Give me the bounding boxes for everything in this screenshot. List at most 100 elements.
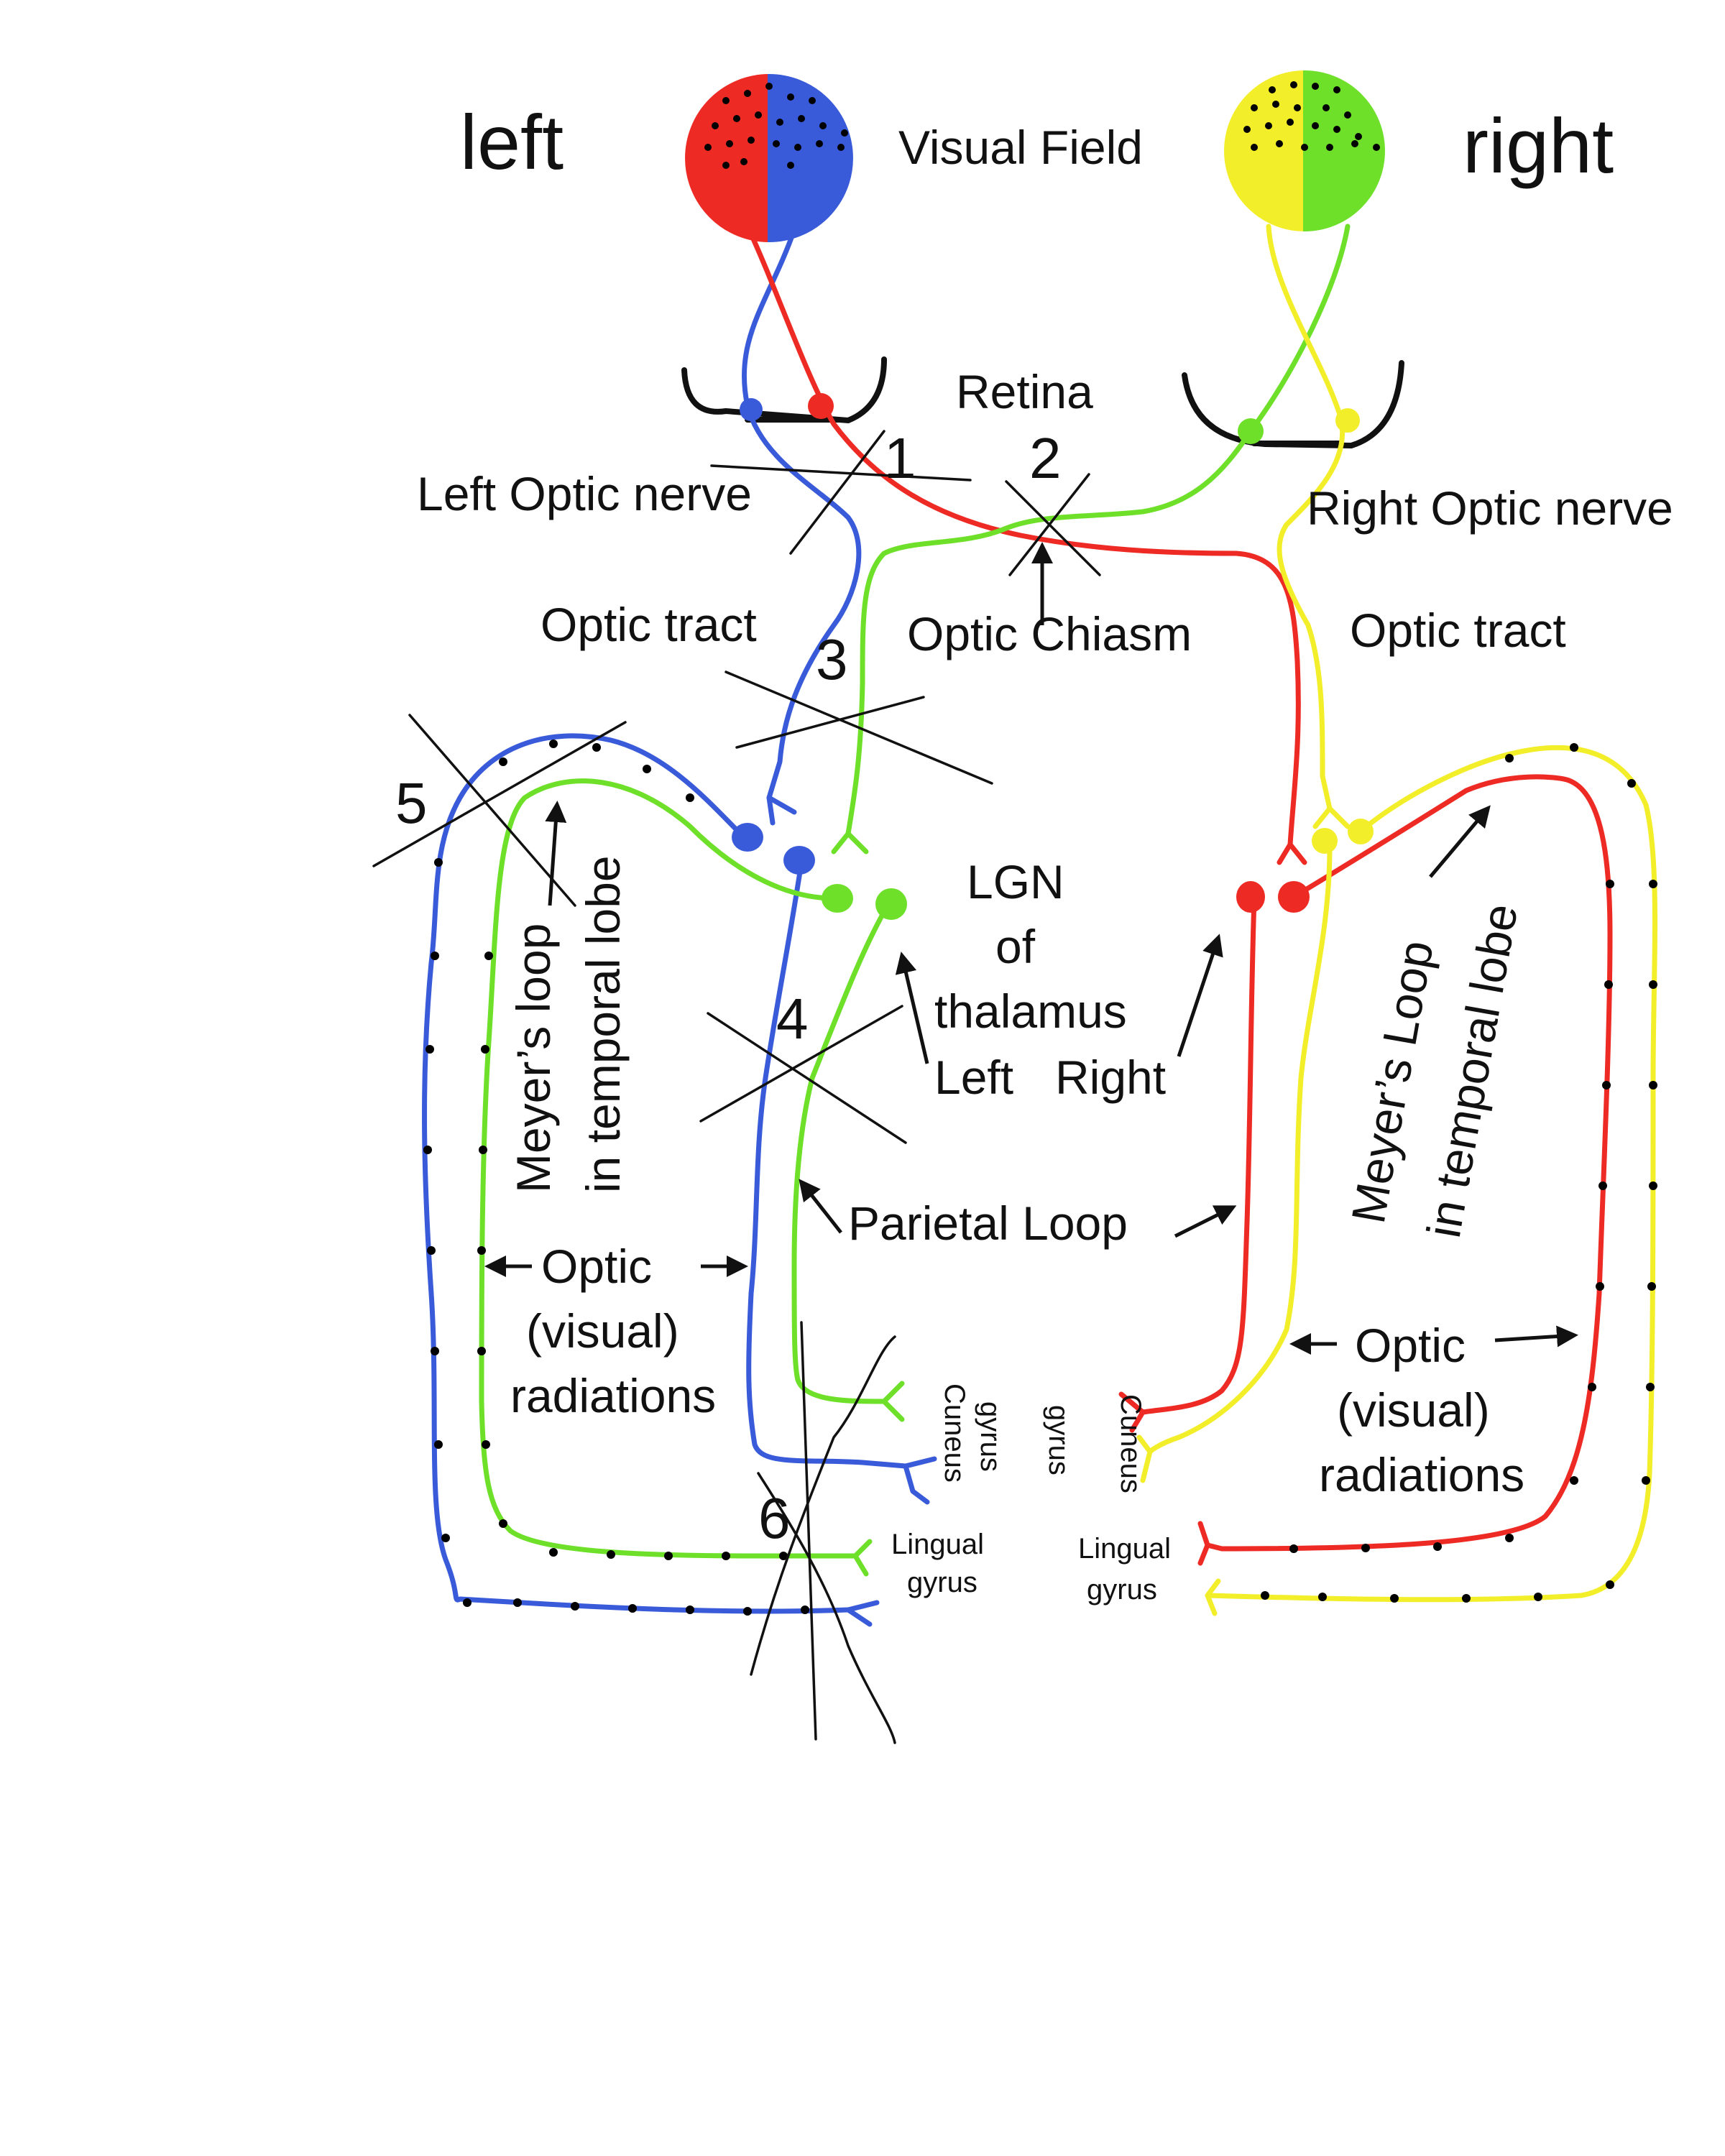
- lesion-4-mark: [699, 1005, 907, 1144]
- field-dot: [773, 140, 780, 147]
- right-field-dots: [1243, 81, 1380, 151]
- loop-dot: [477, 1246, 486, 1255]
- side-label-left: left: [460, 98, 564, 185]
- loop-dot: [477, 1347, 486, 1355]
- field-dot: [722, 97, 730, 104]
- field-dot: [841, 129, 848, 137]
- parietal-left-arrow: [799, 1179, 842, 1234]
- field-dot: [755, 111, 762, 119]
- loop-dot: [426, 1045, 434, 1054]
- field-dot: [816, 140, 823, 147]
- field-dot: [809, 97, 816, 104]
- loop-dot: [463, 1598, 472, 1607]
- cuneus-left-line2: gyrus: [975, 1401, 1006, 1472]
- lgn-green-dot-1: [822, 884, 853, 913]
- radiations-right-line1: Optic: [1355, 1319, 1466, 1372]
- right-visual-field: [1224, 70, 1385, 232]
- lgn-yellow-dot-1: [1312, 828, 1338, 854]
- loop-dot: [1390, 1594, 1399, 1603]
- loop-dot: [1642, 1476, 1650, 1485]
- parietal-loop-label: Parietal Loop: [848, 1197, 1128, 1250]
- meyer-left-arrow: [545, 801, 567, 906]
- parietal-right-arrow: [1174, 1205, 1237, 1238]
- field-dot: [1251, 104, 1258, 111]
- loop-dot: [1604, 980, 1613, 989]
- loop-dot: [1433, 1542, 1442, 1551]
- cuneus-right-line1: Cuneus: [1115, 1394, 1146, 1493]
- loop-dot: [434, 1440, 443, 1449]
- lgn-left-arrow: [895, 952, 929, 1064]
- loop-dot: [1534, 1593, 1542, 1601]
- retina-blue-dot: [740, 398, 763, 421]
- loop-dot: [779, 1552, 788, 1560]
- loop-dot: [1606, 880, 1614, 888]
- meyer-left-line2: in temporal lobe: [576, 855, 630, 1193]
- lesion-6-label: 6: [758, 1486, 791, 1550]
- lingual-left-line1: Lingual: [891, 1529, 984, 1560]
- loop-dot: [431, 1347, 439, 1355]
- field-dot: [1276, 140, 1283, 147]
- retina-yellow-dot: [1335, 408, 1360, 433]
- field-dot: [819, 122, 827, 129]
- cuneus-left-line1: Cuneus: [939, 1383, 970, 1483]
- loop-dot: [1598, 1181, 1607, 1190]
- field-dot: [787, 162, 794, 169]
- field-dot: [1294, 104, 1301, 111]
- loop-dot: [1649, 880, 1657, 888]
- loop-dot: [499, 1519, 507, 1528]
- lgn-blue-dot-1: [732, 823, 763, 852]
- loop-dot: [1627, 779, 1636, 788]
- loop-dot: [1289, 1544, 1298, 1553]
- field-dot: [744, 90, 751, 97]
- field-dot: [1312, 83, 1319, 90]
- lgn-label-line3: thalamus: [934, 985, 1127, 1038]
- loop-dot: [431, 952, 439, 960]
- radiations-right-line3: radiations: [1319, 1448, 1524, 1501]
- retina-label: Retina: [956, 365, 1093, 418]
- field-dot: [1333, 86, 1340, 93]
- loop-dot: [423, 1146, 432, 1154]
- loop-dot: [607, 1550, 615, 1559]
- loop-dot: [664, 1552, 673, 1560]
- lgn-blue-dot-2: [783, 846, 815, 875]
- loop-dot: [549, 1548, 558, 1557]
- loop-dot: [1649, 980, 1657, 989]
- radiations-left-line3: radiations: [510, 1369, 716, 1422]
- lgn-red-dot-2: [1278, 881, 1310, 913]
- lesion-5-label: 5: [395, 771, 428, 835]
- lesion-5-mark: [372, 714, 627, 907]
- field-dot: [1373, 144, 1380, 151]
- optic-chiasm-label: Optic Chiasm: [907, 607, 1192, 660]
- field-dot: [1326, 144, 1333, 151]
- lesion-2-label: 2: [1029, 426, 1062, 490]
- loop-dot: [1647, 1282, 1656, 1291]
- loop-dot: [427, 1246, 436, 1255]
- radiations-right-arrow-r: [1494, 1325, 1578, 1348]
- field-dot: [1269, 86, 1276, 93]
- visual-field-label: Visual Field: [898, 121, 1143, 174]
- right-field-temporal-half: [1303, 70, 1385, 232]
- lesion-1-label: 1: [884, 426, 916, 490]
- loop-dot: [1588, 1383, 1596, 1391]
- left-field-nasal-half: [768, 73, 853, 243]
- lgn-red-dot-1: [1236, 881, 1265, 913]
- loop-dot: [1596, 1282, 1604, 1291]
- field-dot: [1355, 133, 1362, 140]
- field-dot: [798, 115, 805, 122]
- right-field-nasal-half: [1224, 70, 1306, 232]
- left-visual-field: [685, 73, 853, 243]
- loop-dot: [441, 1534, 450, 1542]
- lesion-1-mark: [710, 430, 972, 555]
- left-field-temporal-half: [685, 73, 770, 243]
- field-dot: [740, 158, 748, 165]
- field-dot: [704, 144, 712, 151]
- loop-dot: [549, 740, 558, 748]
- loop-dot: [1361, 1544, 1370, 1552]
- lgn-left-label: Left: [934, 1051, 1013, 1104]
- optic-tract-right-label: Optic tract: [1350, 604, 1566, 657]
- lingual-right-line1: Lingual: [1078, 1533, 1171, 1565]
- loop-dot: [1505, 1534, 1514, 1542]
- radiations-right-line2: (visual): [1337, 1383, 1490, 1437]
- loop-dot: [1646, 1383, 1655, 1391]
